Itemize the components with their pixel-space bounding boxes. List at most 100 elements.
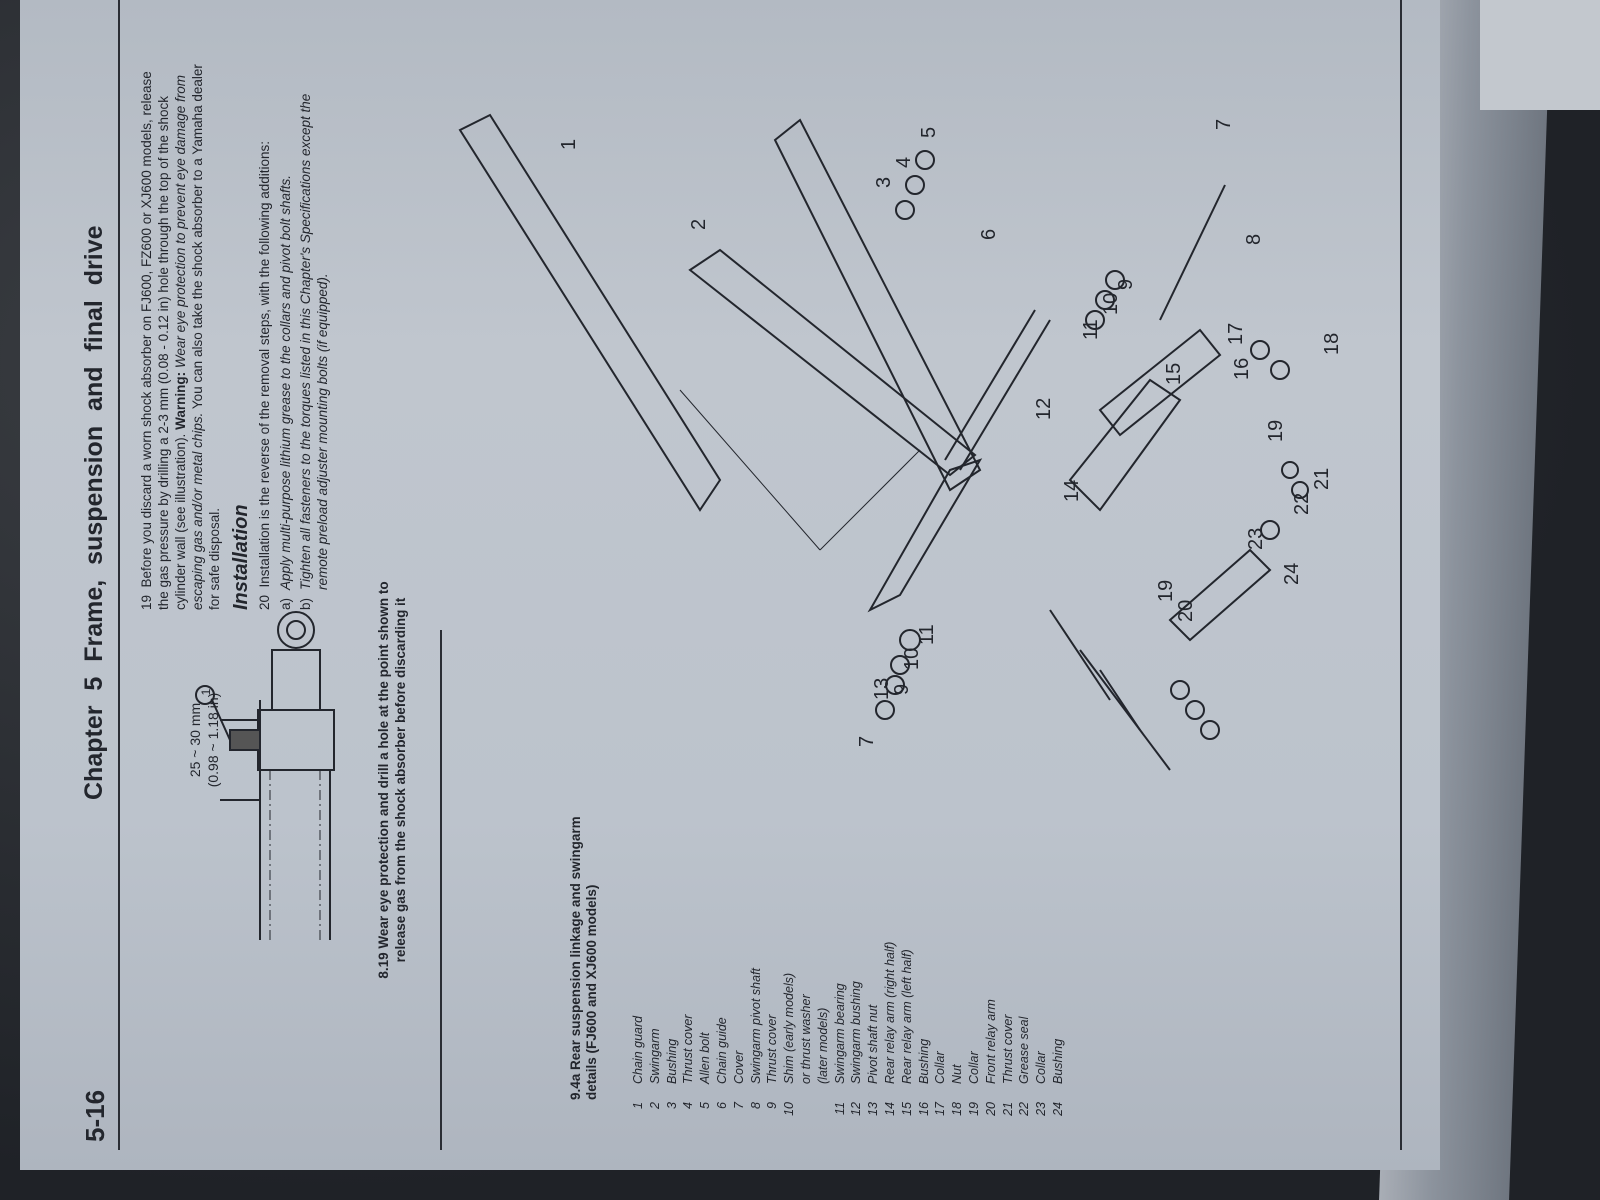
callout: 5 bbox=[918, 127, 940, 138]
part-number: 10 bbox=[782, 1102, 797, 1116]
callout: 16 bbox=[1231, 358, 1253, 380]
callout: 1 bbox=[558, 139, 580, 150]
callout: 17 bbox=[1225, 323, 1247, 345]
parts-list-item: 10 Shim (early models) bbox=[781, 942, 798, 1150]
callout: 4 bbox=[893, 157, 915, 168]
callout: 18 bbox=[1321, 333, 1343, 355]
part-label: Chain guide bbox=[714, 1017, 729, 1084]
part-number: 12 bbox=[849, 1102, 864, 1116]
part-label: Rear relay arm (left half) bbox=[899, 949, 914, 1084]
part-number bbox=[815, 1084, 832, 1150]
part-label: Swingarm pivot shaft bbox=[748, 967, 763, 1084]
part-label: Grease seal bbox=[1017, 1016, 1032, 1084]
part-number: 4 bbox=[681, 1102, 696, 1109]
parts-list-item: 4 Thrust cover bbox=[680, 942, 697, 1150]
figure-8-19-caption: 8.19 Wear eye protection and drill a hol… bbox=[376, 581, 408, 979]
callout: 24 bbox=[1281, 563, 1303, 585]
part-label: Allen bolt bbox=[698, 1032, 713, 1084]
part-number: 14 bbox=[882, 1102, 897, 1116]
part-label: Thrust cover bbox=[765, 1014, 780, 1084]
part-number: 13 bbox=[866, 1102, 881, 1116]
parts-list-item: 20 Front relay arm bbox=[983, 942, 1000, 1150]
part-label: Rear relay arm (right half) bbox=[882, 941, 897, 1084]
callout: 22 bbox=[1291, 493, 1313, 515]
dimension-in: (0.98 ~ 1.18 in) bbox=[205, 693, 221, 788]
parts-list-item: 2 Swingarm bbox=[647, 942, 664, 1150]
callout: 9 bbox=[1115, 279, 1137, 290]
callout: 7 bbox=[856, 736, 878, 747]
part-label: Bushing bbox=[916, 1038, 931, 1084]
part-label: Nut bbox=[950, 1064, 965, 1084]
part-label: Bushing bbox=[664, 1038, 679, 1084]
part-label: Swingarm bearing bbox=[832, 983, 847, 1084]
figure-8-19-diagram: 1 25 ~ 30 mm (0.98 ~ 1.18 in) bbox=[187, 113, 1343, 940]
facing-page-corner bbox=[1480, 0, 1600, 110]
swingarm-exploded-drawing bbox=[458, 113, 1309, 771]
part-number: 6 bbox=[714, 1102, 729, 1109]
parts-list-item: 23 Collar bbox=[1033, 942, 1050, 1150]
part-number: 23 bbox=[1034, 1102, 1049, 1116]
callout: 23 bbox=[1245, 528, 1267, 550]
parts-list-item: 18 Nut bbox=[949, 942, 966, 1150]
parts-list-item: 14 Rear relay arm (right half) bbox=[882, 942, 899, 1150]
parts-list-item: 13 Pivot shaft nut bbox=[865, 942, 882, 1150]
part-number: 18 bbox=[950, 1102, 965, 1116]
callout: 7 bbox=[1213, 119, 1235, 130]
part-number: 7 bbox=[731, 1102, 746, 1109]
parts-list-item: 11 Swingarm bearing bbox=[832, 942, 849, 1150]
part-label: Collar bbox=[1034, 1051, 1049, 1084]
figure-9-4a-caption: 9.4a Rear suspension linkage and swingar… bbox=[568, 816, 599, 1100]
callout: 10 bbox=[901, 648, 923, 670]
washers bbox=[875, 150, 1309, 740]
part-number: 20 bbox=[983, 1102, 998, 1116]
parts-list-item: (later models) bbox=[815, 942, 832, 1150]
part-label: Shim (early models) bbox=[782, 972, 797, 1084]
part-label: Front relay arm bbox=[983, 999, 998, 1084]
footer-rule bbox=[1400, 0, 1402, 1150]
callout: 19 bbox=[1265, 420, 1287, 442]
part-label: Cover bbox=[731, 1050, 746, 1084]
part-number: 11 bbox=[832, 1102, 847, 1115]
part-number: 24 bbox=[1050, 1102, 1065, 1116]
callout: 2 bbox=[688, 219, 710, 230]
parts-list-item: 6 Chain guide bbox=[714, 942, 731, 1150]
part-number: 5 bbox=[698, 1102, 713, 1109]
part-number: 22 bbox=[1017, 1102, 1032, 1116]
callout: 14 bbox=[1061, 480, 1083, 502]
part-label: Thrust cover bbox=[1000, 1014, 1015, 1084]
callout: 9 bbox=[891, 684, 913, 695]
section-rule bbox=[440, 630, 442, 1150]
part-number: 3 bbox=[664, 1102, 679, 1109]
callout: 11 bbox=[1080, 319, 1102, 340]
callout: 15 bbox=[1163, 363, 1185, 385]
part-label: Swingarm bbox=[647, 1028, 662, 1084]
callout: 6 bbox=[978, 229, 1000, 240]
part-label: Pivot shaft nut bbox=[866, 1004, 881, 1084]
parts-list-item: 7 Cover bbox=[731, 942, 748, 1150]
callout: 20 bbox=[1175, 600, 1197, 622]
parts-list-item: 21 Thrust cover bbox=[1000, 942, 1017, 1150]
parts-list-item: 3 Bushing bbox=[664, 942, 681, 1150]
part-number: 2 bbox=[647, 1102, 662, 1109]
part-label: Collar bbox=[966, 1051, 981, 1084]
callout: 3 bbox=[873, 177, 895, 188]
dimension-mm: 25 ~ 30 mm bbox=[187, 703, 203, 777]
part-number: 15 bbox=[899, 1102, 914, 1116]
callout: 11 bbox=[916, 624, 938, 645]
shock-absorber-drawing bbox=[195, 611, 335, 940]
diagram-callouts: 1 2 3 4 5 6 7 8 9 10 11 12 13 14 15 16 1… bbox=[558, 119, 1343, 747]
callout: 13 bbox=[871, 678, 893, 700]
part-number: 21 bbox=[1000, 1102, 1015, 1116]
callout: 12 bbox=[1033, 398, 1055, 420]
part-number: 9 bbox=[765, 1102, 780, 1109]
callout: 10 bbox=[1100, 293, 1122, 315]
part-label: Thrust cover bbox=[681, 1014, 696, 1084]
parts-list-item: 15 Rear relay arm (left half) bbox=[899, 942, 916, 1150]
part-label: Swingarm bushing bbox=[849, 981, 864, 1084]
parts-list-item: 12 Swingarm bushing bbox=[848, 942, 865, 1150]
callout: 19 bbox=[1155, 580, 1177, 602]
